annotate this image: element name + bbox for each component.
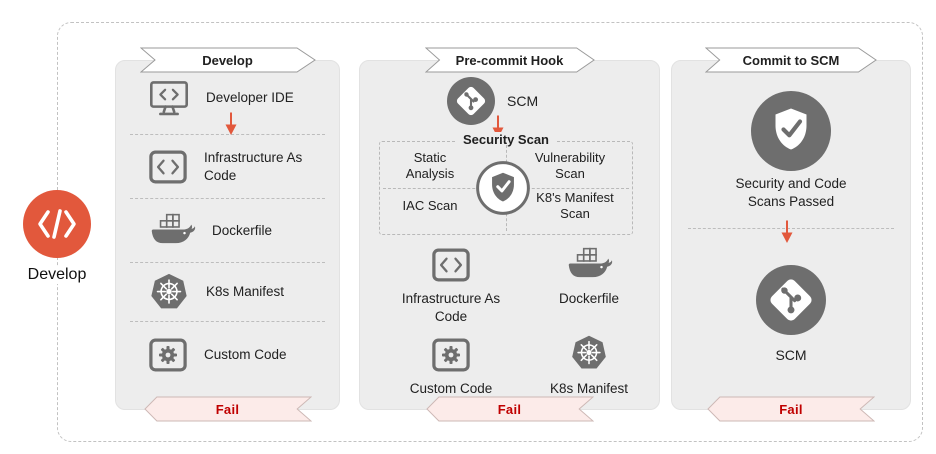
- artifact-iac: Infrastructure As Code: [382, 243, 520, 325]
- divider: [688, 228, 894, 229]
- develop-item-dockerfile: Dockerfile: [116, 199, 339, 262]
- scan-vulnerability: Vulnerability Scan: [534, 150, 606, 182]
- fail-ribbon-icon: [707, 396, 875, 422]
- k8s-manifest-icon: [569, 333, 609, 373]
- panel-develop-banner: Develop: [139, 47, 316, 73]
- scans-passed-shield-icon: [751, 91, 831, 171]
- develop-figure-label: Develop: [24, 266, 90, 284]
- dockerfile-icon: [565, 246, 613, 283]
- fail-label: Fail: [215, 401, 240, 417]
- panel-commit-title: Commit to SCM: [742, 52, 840, 68]
- fail-ribbon-icon: [143, 396, 312, 422]
- security-scan-box: Security Scan Static Analysis Vulnerabil…: [379, 132, 633, 235]
- develop-item-k8s-manifest: K8s Manifest: [116, 263, 339, 321]
- security-shield-icon: [475, 160, 531, 216]
- scans-passed-label: Security and Code Scans Passed: [735, 176, 847, 210]
- item-label: K8s Manifest: [206, 284, 285, 300]
- panel-precommit-fail-banner: Fail: [425, 396, 594, 422]
- dockerfile-icon: [148, 212, 196, 249]
- develop-figure: Develop: [20, 190, 94, 284]
- scan-iac: IAC Scan: [402, 198, 458, 213]
- panel-precommit-banner: Pre-commit Hook: [424, 47, 595, 73]
- custom-code-icon: [431, 337, 471, 373]
- develop-item-custom-code: Custom Code: [116, 322, 339, 388]
- panel-commit-fail-banner: Fail: [707, 396, 875, 422]
- scm-git-icon: [756, 265, 826, 335]
- item-label: Custom Code: [204, 347, 287, 363]
- k8s-manifest-icon: [148, 271, 190, 313]
- banner-ribbon-icon: [705, 47, 877, 73]
- down-arrow-icon: [780, 219, 794, 244]
- item-label: Developer IDE: [206, 89, 294, 105]
- scm-git-icon: [447, 77, 495, 125]
- precommit-scm: SCM: [447, 77, 538, 125]
- precommit-artifacts: Infrastructure As Code Dockerfile Custom…: [382, 243, 658, 398]
- code-icon: [37, 208, 77, 240]
- banner-ribbon-icon: [424, 47, 595, 73]
- infrastructure-as-code-icon: [431, 247, 471, 283]
- develop-circle: [23, 190, 91, 258]
- scan-k8s-manifest: K8's Manifest Scan: [536, 190, 614, 222]
- divider: [130, 198, 325, 199]
- panel-develop-fail-banner: Fail: [143, 396, 312, 422]
- panel-commit-to-scm: Commit to SCM Security and Code Scans Pa…: [671, 47, 911, 422]
- divider: [130, 262, 325, 263]
- panel-precommit-hook: Pre-commit Hook SCM Security Scan Static…: [359, 47, 660, 422]
- down-arrow-icon: [224, 111, 238, 136]
- infrastructure-as-code-icon: [148, 149, 188, 185]
- develop-item-developer-ide: Developer IDE: [116, 61, 339, 136]
- security-scan-title: Security Scan: [456, 132, 556, 147]
- item-label: Dockerfile: [212, 222, 273, 238]
- developer-ide-icon: [148, 79, 190, 117]
- fail-ribbon-icon: [425, 396, 594, 422]
- divider: [130, 321, 325, 322]
- custom-code-icon: [148, 337, 188, 373]
- panel-develop-title: Develop: [202, 52, 253, 68]
- panel-commit-banner: Commit to SCM: [705, 47, 877, 73]
- banner-ribbon-icon: [139, 47, 316, 73]
- scm-label: SCM: [507, 93, 539, 109]
- artifact-k8s-manifest: K8s Manifest: [520, 333, 658, 398]
- fail-label: Fail: [779, 401, 803, 417]
- scan-static-analysis: Static Analysis: [405, 150, 455, 182]
- artifact-custom-code: Custom Code: [382, 333, 520, 398]
- artifact-dockerfile: Dockerfile: [520, 243, 658, 325]
- panel-develop: Develop Developer IDE Infrastructure As …: [115, 47, 340, 422]
- divider: [130, 134, 325, 135]
- fail-label: Fail: [497, 401, 522, 417]
- item-label: Infrastructure As Code: [204, 149, 303, 183]
- develop-item-iac: Infrastructure As Code: [116, 135, 339, 198]
- scm-label: SCM: [775, 347, 807, 363]
- panel-precommit-title: Pre-commit Hook: [455, 52, 564, 68]
